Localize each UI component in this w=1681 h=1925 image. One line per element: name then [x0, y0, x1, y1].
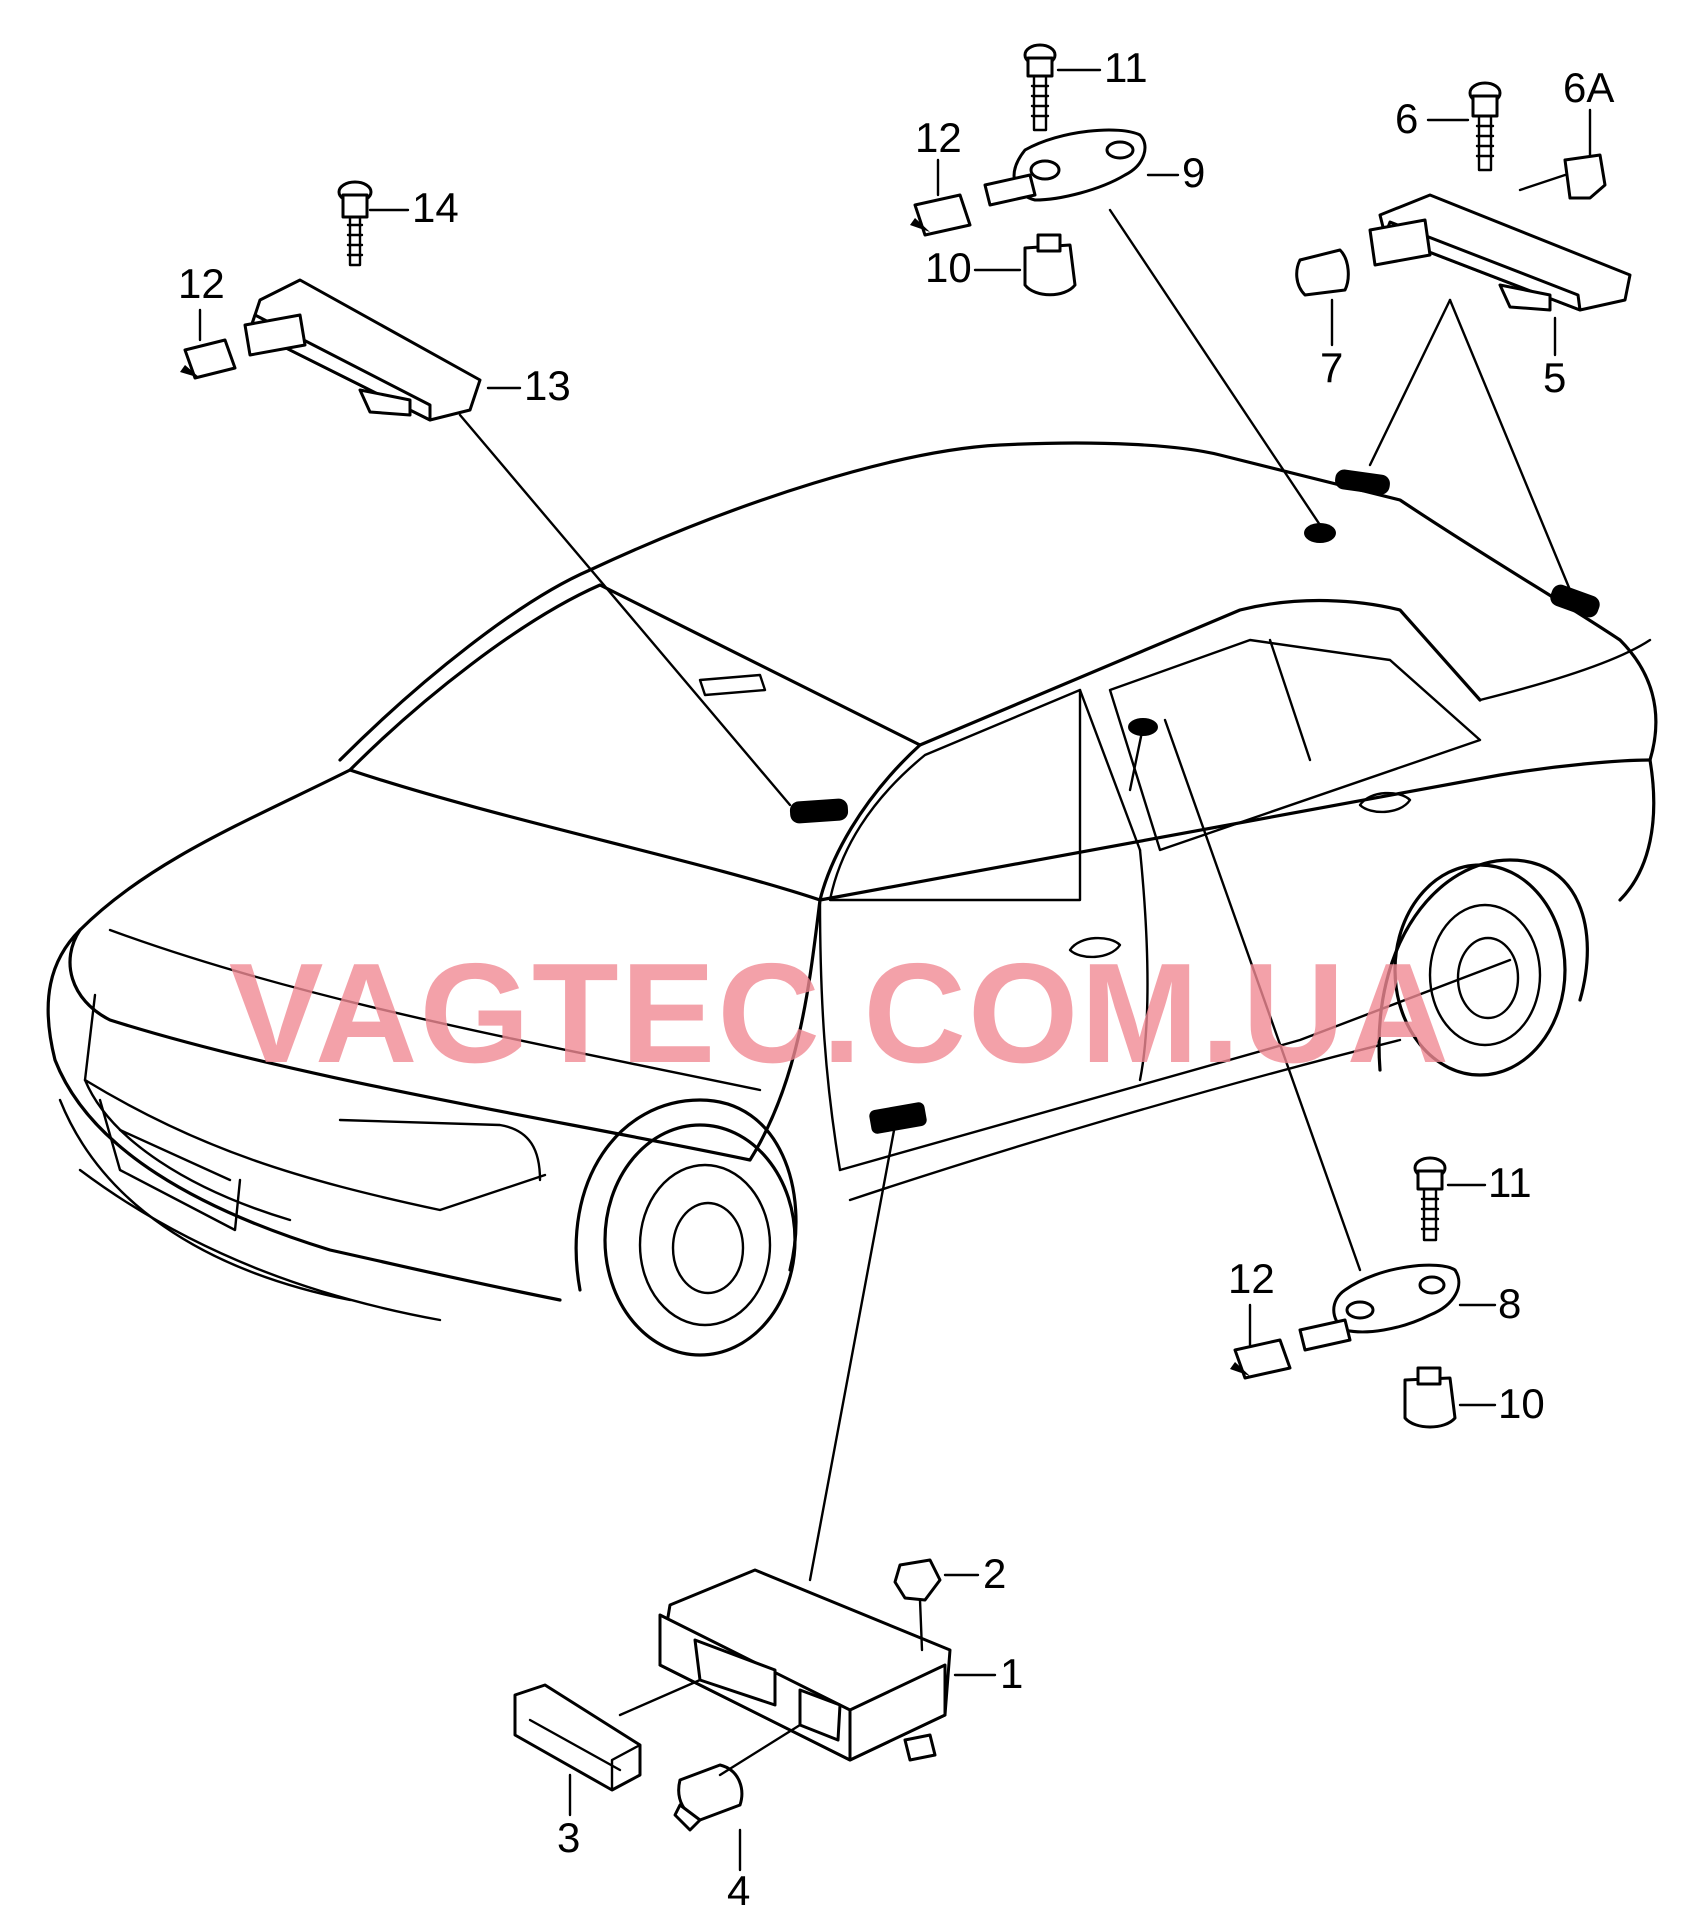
cap-7: [1295, 248, 1350, 297]
roof-antenna-mark-front: [789, 798, 849, 824]
label-12-left: 12: [178, 260, 225, 307]
front-wheel: [574, 1098, 798, 1357]
rear-antenna-mark-1: [1335, 469, 1390, 495]
antenna-module-left: [180, 180, 482, 422]
watermark-text: VAGTEC.COM.UA: [229, 934, 1451, 1093]
connector-4: [673, 1723, 802, 1832]
label-11-top: 11: [1104, 44, 1148, 91]
label-4: 4: [727, 1867, 750, 1914]
rear-wheel: [1377, 858, 1589, 1077]
screw-6: [1468, 81, 1502, 172]
label-12-bottom: 12: [1228, 1255, 1275, 1302]
antenna-module-right: [1295, 81, 1632, 312]
roof-sensor-mark: [1304, 523, 1336, 543]
car-body: [46, 441, 1658, 1357]
label-11-bottom: 11: [1488, 1159, 1532, 1206]
label-2: 2: [983, 1550, 1006, 1597]
label-1: 1: [1000, 1650, 1023, 1697]
nut-2: [893, 1558, 942, 1652]
label-9: 9: [1182, 149, 1205, 196]
label-7: 7: [1320, 344, 1343, 391]
label-3: 3: [557, 1814, 580, 1861]
control-unit-mark: [869, 1102, 927, 1134]
rear-antenna-mark-2: [1550, 584, 1600, 618]
callouts: 14 12 13 11 12 9 10 6 6A 7 5 11: [178, 44, 1614, 1914]
clip-10-top: [1023, 233, 1077, 297]
sensor-bracket-bottom: [1230, 1156, 1461, 1429]
label-12-top: 12: [915, 114, 962, 161]
sensor-bracket-top: [910, 43, 1147, 297]
screw-11-bottom: [1413, 1156, 1447, 1242]
label-5: 5: [1543, 354, 1566, 401]
screw-11-top: [1023, 43, 1057, 132]
screw-14: [337, 180, 373, 267]
control-unit: [513, 1558, 952, 1832]
label-10-bottom: 10: [1498, 1380, 1545, 1427]
label-13: 13: [524, 362, 571, 409]
label-6: 6: [1395, 95, 1418, 142]
cover-3: [513, 1678, 702, 1792]
label-6a: 6A: [1563, 64, 1614, 111]
clip-10-bottom: [1403, 1366, 1457, 1429]
label-14: 14: [412, 184, 459, 231]
nut-6a: [1518, 153, 1607, 200]
leader-lines: [458, 208, 1572, 1582]
label-10-top: 10: [925, 244, 972, 291]
label-8: 8: [1498, 1280, 1521, 1327]
